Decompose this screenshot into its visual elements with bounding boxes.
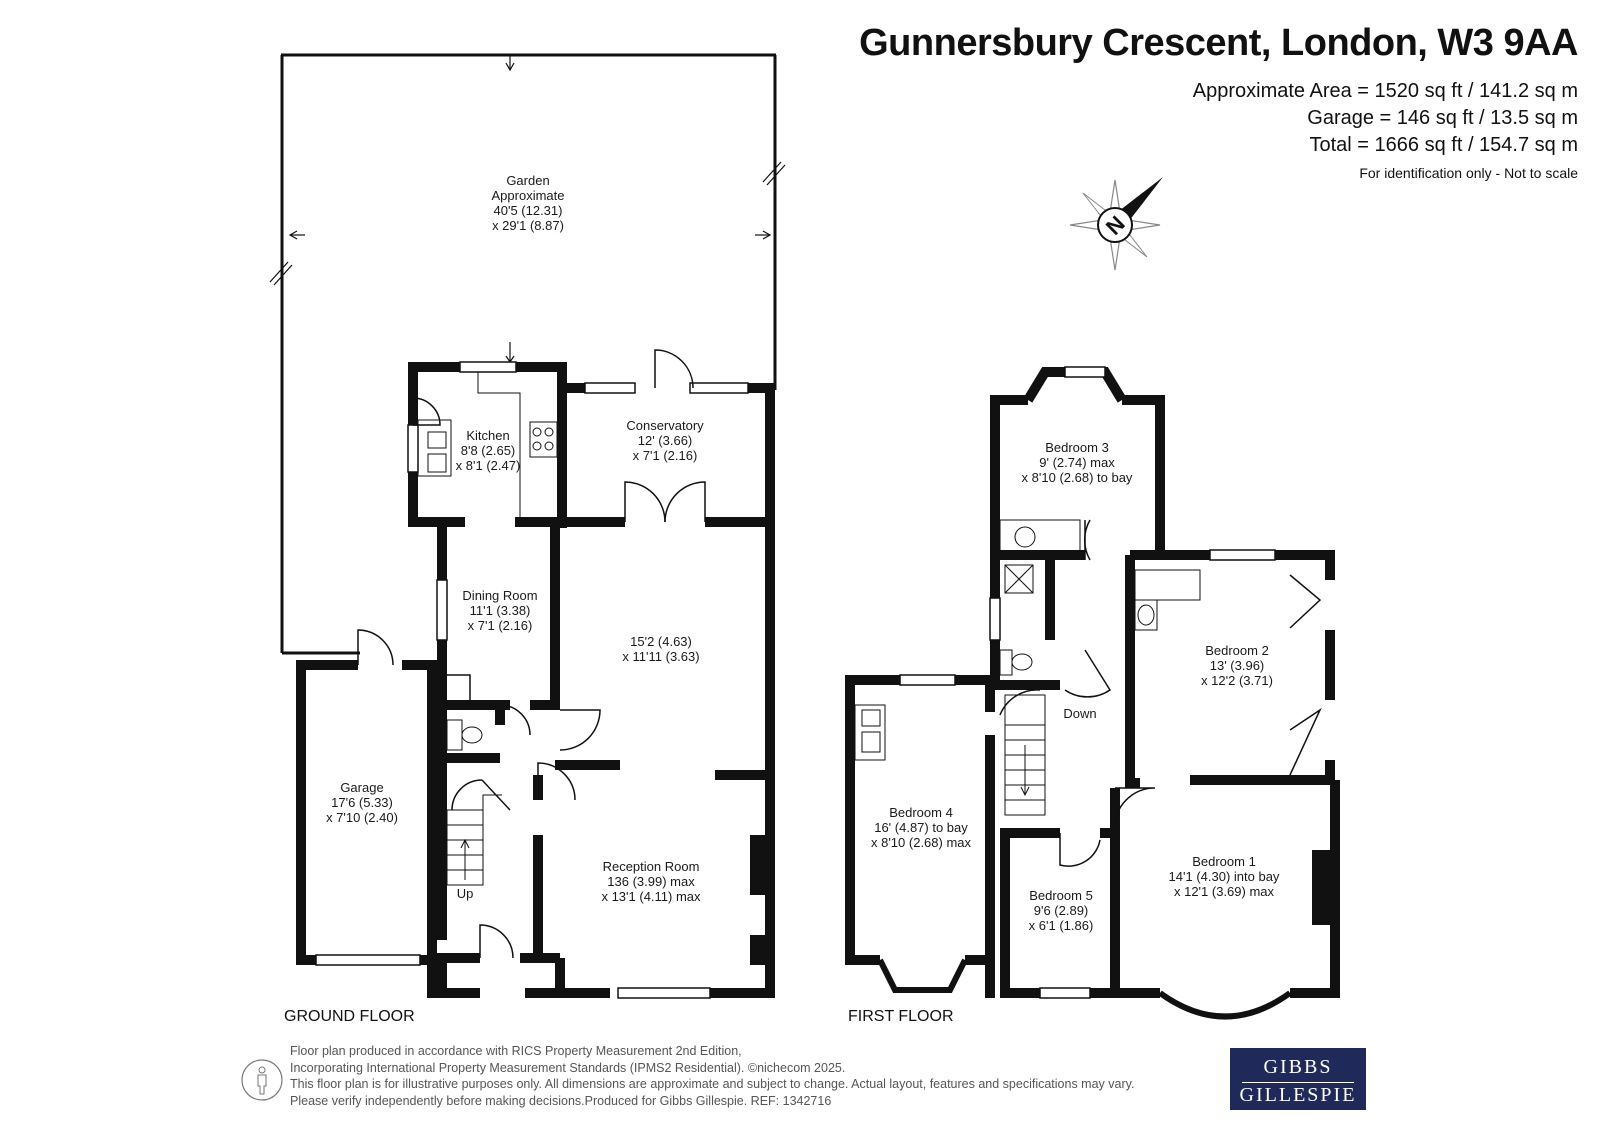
- reception-dim2: x 13'1 (4.11) max: [601, 889, 701, 904]
- bedroom2-dim2: x 12'2 (3.71): [1201, 673, 1273, 688]
- footer-line: Please verify independently before makin…: [290, 1093, 832, 1108]
- garden-dim1: 40'5 (12.31): [494, 203, 563, 218]
- ground-stairs: [446, 794, 502, 886]
- ground-floor-label: GROUND FLOOR: [284, 1008, 415, 1025]
- dining-label: Dining Room: [462, 588, 537, 603]
- footer-line: This floor plan is for illustrative purp…: [290, 1077, 1135, 1091]
- kitchen-fittings: [417, 372, 558, 522]
- first-floor: [845, 366, 1340, 1020]
- person-icon: [241, 1059, 283, 1101]
- bedroom3-dim1: 9' (2.74) max: [1039, 455, 1115, 470]
- stairs-up-label: Up: [457, 886, 474, 901]
- bedroom5-label: Bedroom 5: [1029, 888, 1093, 903]
- first-windows: [899, 366, 1276, 999]
- garden-dim2: x 29'1 (8.87): [492, 218, 564, 233]
- garage-area: Garage = 146 sq ft / 13.5 sq m: [1307, 107, 1578, 129]
- bedroom2-label: Bedroom 2: [1205, 643, 1269, 658]
- ground-windows: [315, 361, 749, 999]
- ground-wc: [446, 719, 483, 751]
- bedroom1-dim2: x 12'1 (3.69) max: [1174, 884, 1275, 899]
- stairs-down-label: Down: [1063, 706, 1096, 721]
- first-fittings: [854, 519, 1201, 761]
- first-stairs: [1004, 694, 1046, 816]
- garage-dim2: x 7'10 (2.40): [326, 810, 398, 825]
- dining-dim2: x 7'1 (2.16): [468, 618, 533, 633]
- footer-line: Incorporating International Property Mea…: [290, 1060, 846, 1075]
- room-labels: Garden Approximate 40'5 (12.31) x 29'1 (…: [284, 173, 1280, 1025]
- logo-line2: GILLESPIE: [1239, 1084, 1357, 1106]
- ground-walls: [296, 362, 775, 998]
- bedroom3-label: Bedroom 3: [1045, 440, 1109, 455]
- first-doors: [999, 519, 1322, 867]
- garage-label: Garage: [340, 780, 383, 795]
- conservatory-label: Conservatory: [626, 418, 704, 433]
- approx-area: Approximate Area = 1520 sq ft / 141.2 sq…: [1192, 80, 1578, 102]
- conservatory-dim2: x 7'1 (2.16): [633, 448, 698, 463]
- bedroom1-dim1: 14'1 (4.30) into bay: [1169, 869, 1280, 884]
- kitchen-dim1: 8'8 (2.65): [461, 443, 516, 458]
- chimney-breast: [750, 935, 770, 965]
- chimney-breast: [750, 835, 770, 895]
- bedroom4-label: Bedroom 4: [889, 805, 953, 820]
- scale-disclaimer: For identification only - Not to scale: [1359, 165, 1578, 181]
- bedroom4-dim2: x 8'10 (2.68) max: [871, 835, 972, 850]
- bay-window: [1158, 990, 1292, 1020]
- bedroom1-label: Bedroom 1: [1192, 854, 1256, 869]
- ground-floor: [269, 53, 786, 999]
- dining-dim1: 11'1 (3.38): [470, 603, 531, 618]
- garden-boundary: [280, 53, 777, 655]
- living-dim1: 15'2 (4.63): [630, 634, 692, 649]
- garden-label: Garden: [506, 173, 549, 188]
- kitchen-dim2: x 8'1 (2.47): [456, 458, 521, 473]
- reception-dim1: 136 (3.99) max: [607, 874, 695, 889]
- garden-sub: Approximate: [492, 188, 565, 203]
- living-dim2: x 11'11 (3.63): [622, 649, 699, 664]
- first-walls: [845, 367, 1340, 998]
- ground-doors: [357, 349, 706, 959]
- garden-markers: [269, 55, 786, 364]
- reception-label: Reception Room: [603, 859, 700, 874]
- bedroom5-dim1: 9'6 (2.89): [1034, 903, 1089, 918]
- bedroom3-dim2: x 8'10 (2.68) to bay: [1022, 470, 1133, 485]
- first-floor-label: FIRST FLOOR: [848, 1008, 954, 1025]
- footer-notes: Floor plan produced in accordance with R…: [290, 1043, 1134, 1109]
- address-title: Gunnersbury Crescent, London, W3 9AA: [859, 22, 1578, 64]
- total-area: Total = 1666 sq ft / 154.7 sq m: [1309, 134, 1579, 156]
- north-compass-icon: N: [1069, 177, 1163, 271]
- kitchen-label: Kitchen: [466, 428, 509, 443]
- bedroom4-dim1: 16' (4.87) to bay: [874, 820, 968, 835]
- agent-logo: GIBBS GILLESPIE: [1230, 1048, 1366, 1110]
- garage-dim1: 17'6 (5.33): [331, 795, 393, 810]
- bedroom2-dim1: 13' (3.96): [1210, 658, 1265, 673]
- footer-line: Floor plan produced in accordance with R…: [290, 1044, 742, 1058]
- bedroom5-dim2: x 6'1 (1.86): [1029, 918, 1094, 933]
- logo-line1: GIBBS: [1263, 1056, 1333, 1078]
- conservatory-dim1: 12' (3.66): [638, 433, 693, 448]
